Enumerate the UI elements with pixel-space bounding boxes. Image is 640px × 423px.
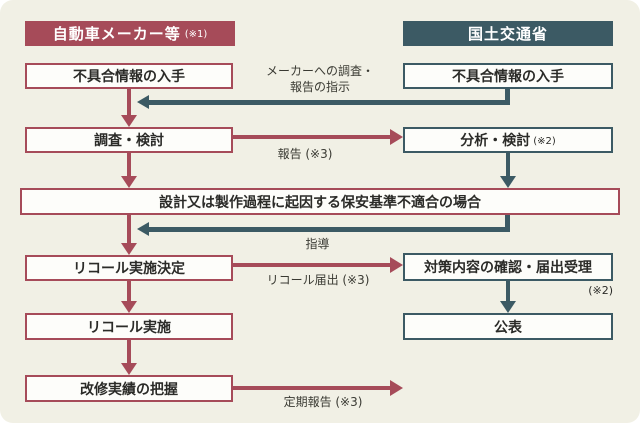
- mlit-confirm-box: 対策内容の確認・届出受理: [403, 253, 613, 281]
- label-report: 報告 (※3): [277, 147, 333, 161]
- condition-box-label: 設計又は製作過程に起因する保安基準不適合の場合: [159, 194, 481, 211]
- maker-implement-recall-label: リコール実施: [87, 319, 171, 336]
- label-instruction-line2: 報告の指示: [289, 80, 350, 94]
- mlit-header: 国土交通省: [403, 21, 613, 46]
- maker-implement-recall-box: リコール実施: [25, 313, 233, 340]
- mlit-header-title: 国土交通省: [467, 25, 548, 43]
- label-guidance: 指導: [305, 237, 330, 251]
- maker-decide-recall-label: リコール実施決定: [73, 261, 185, 277]
- mlit-analyze-box: 分析・検討 (※2): [403, 127, 613, 153]
- maker-header-note: (※1): [184, 29, 208, 40]
- maker-header: 自動車メーカー等 (※1): [25, 21, 235, 46]
- mlit-analyze-label: 分析・検討: [460, 133, 531, 149]
- mlit-confirm-label: 対策内容の確認・届出受理: [424, 260, 592, 276]
- maker-header-title: 自動車メーカー等: [52, 25, 181, 43]
- mlit-obtain-info-box: 不具合情報の入手: [403, 63, 613, 89]
- maker-obtain-info-label: 不具合情報の入手: [73, 69, 185, 85]
- maker-obtain-info-box: 不具合情報の入手: [25, 63, 233, 89]
- label-instruction: メーカーへの調査・ 報告の指示: [240, 63, 400, 95]
- mlit-confirm-note: (※2): [588, 284, 613, 297]
- maker-track-repairs-box: 改修実績の把握: [25, 375, 233, 402]
- mlit-publish-box: 公表: [403, 313, 613, 340]
- maker-investigate-box: 調査・検討: [25, 127, 233, 153]
- maker-investigate-label: 調査・検討: [94, 133, 164, 149]
- mlit-analyze-note: (※2): [533, 135, 556, 147]
- label-instruction-line1: メーカーへの調査・: [265, 64, 374, 78]
- maker-decide-recall-box: リコール実施決定: [25, 255, 233, 281]
- maker-track-repairs-label: 改修実績の把握: [80, 381, 178, 398]
- mlit-obtain-info-label: 不具合情報の入手: [452, 69, 564, 85]
- label-recall-filing: リコール届出 (※3): [266, 273, 370, 287]
- mlit-publish-label: 公表: [494, 319, 522, 336]
- label-periodic-report: 定期報告 (※3): [283, 395, 363, 409]
- condition-box: 設計又は製作過程に起因する保安基準不適合の場合: [20, 188, 620, 215]
